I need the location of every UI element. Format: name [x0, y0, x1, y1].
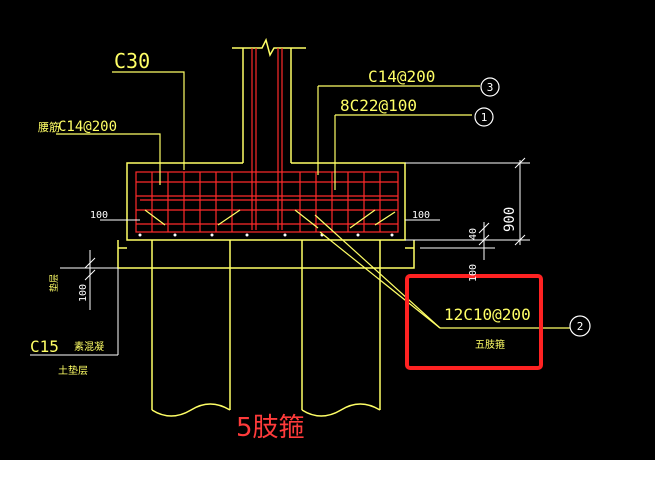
dimension-lines — [30, 157, 530, 356]
label-height-900: 900 — [502, 207, 518, 232]
label-side-rebar: C14@200 — [58, 119, 117, 135]
cad-drawing-canvas: C30 腰筋 C14@200 C14@200 8C22@100 100 100 … — [0, 0, 655, 460]
label-side-cn: 腰筋 — [38, 120, 60, 134]
annotation-5-leg-stirrup: 5肢箍 — [236, 413, 305, 443]
cushion-layer — [117, 240, 415, 269]
label-stirrup-rebar: 12C10@200 — [444, 305, 531, 324]
highlight-box — [405, 274, 543, 370]
callout-2-number: 2 — [577, 320, 584, 333]
label-c30: C30 — [114, 49, 150, 73]
label-dim-100-right: 100 — [468, 264, 479, 282]
column-rebar — [251, 48, 283, 230]
cap-rebar-cage — [135, 171, 399, 233]
piles — [151, 240, 381, 417]
label-stirrup-cn: 五肢箍 — [475, 338, 505, 351]
rebar-dots — [138, 233, 394, 237]
label-cover-right: 100 — [412, 210, 430, 221]
rebar-hooks — [144, 209, 396, 229]
label-c15: C15 — [30, 337, 59, 356]
label-cover-left: 100 — [90, 210, 108, 221]
label-c15-cn: 素混凝 — [74, 340, 104, 353]
callout-circles — [474, 77, 591, 337]
label-dim-40: 40 — [468, 228, 479, 240]
callout-3-circle — [480, 77, 500, 97]
callout-1-circle — [474, 107, 494, 127]
column — [232, 37, 306, 163]
label-cushion-cn: 垫层 — [48, 274, 60, 292]
label-top-rebar: C14@200 — [368, 67, 435, 86]
callout-1-number: 1 — [481, 111, 488, 124]
foundation-section-drawing: C30 腰筋 C14@200 C14@200 8C22@100 100 100 … — [30, 37, 591, 443]
callout-3-number: 3 — [487, 81, 494, 94]
label-cushion-thickness: 100 — [78, 284, 89, 302]
callout-2-circle — [569, 315, 591, 337]
leader-lines — [56, 71, 570, 329]
pile-cap — [126, 162, 406, 241]
label-main-rebar: 8C22@100 — [340, 96, 417, 115]
label-soil-cn: 土垫层 — [58, 364, 88, 377]
